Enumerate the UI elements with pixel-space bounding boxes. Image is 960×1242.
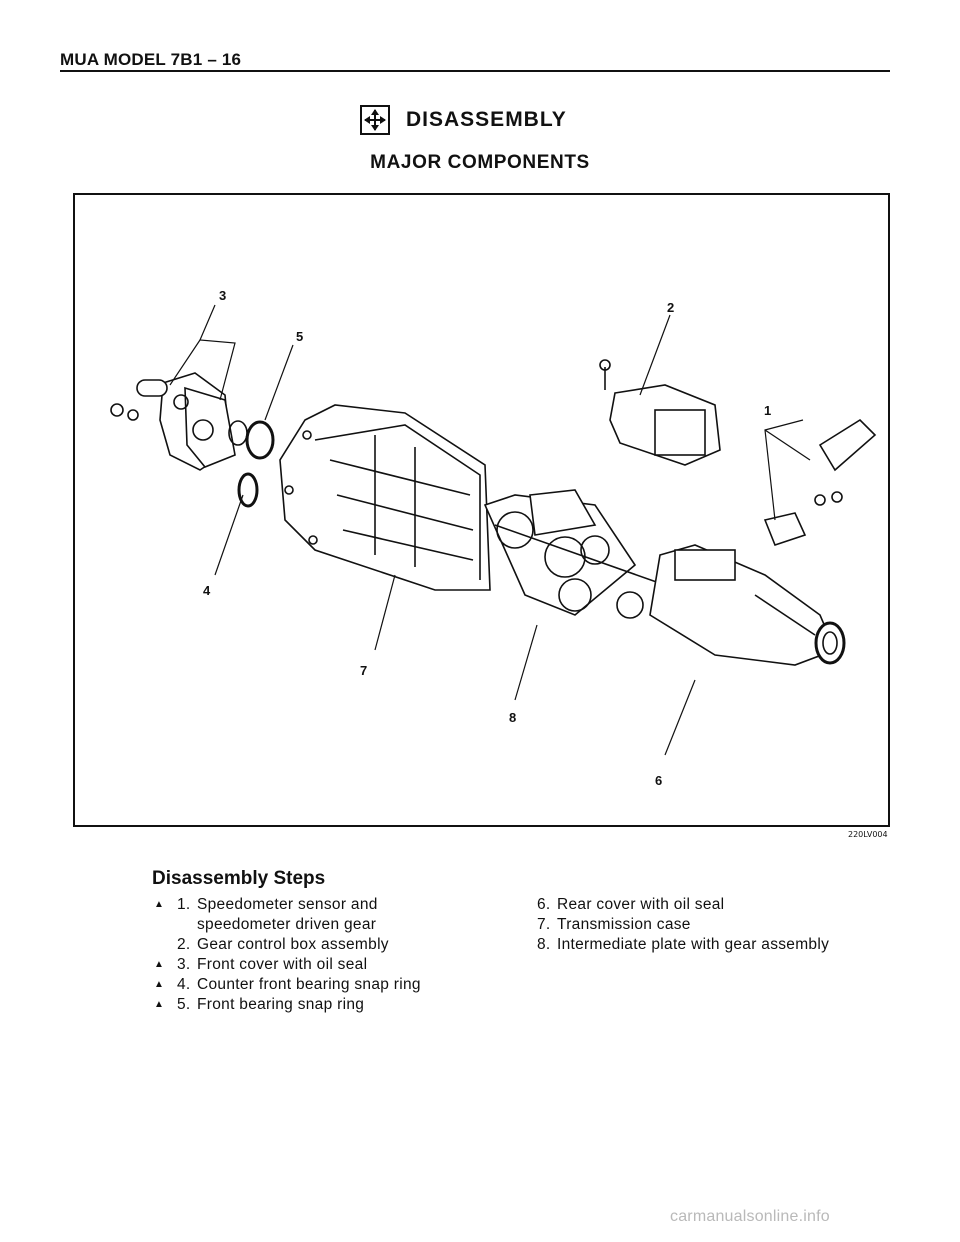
step-text: Intermediate plate with gear assembly <box>557 936 830 953</box>
triangle-marker-icon: ▲ <box>154 979 165 990</box>
step-number: 7. <box>537 916 551 933</box>
step-number: 1. <box>177 896 191 913</box>
step-item: 2. Gear control box assembly <box>152 935 492 955</box>
snap-ring-5-drawing <box>245 420 275 460</box>
step-text: Speedometer sensor and <box>197 896 378 913</box>
triangle-marker-icon: ▲ <box>154 959 165 970</box>
callout-7: 7 <box>360 663 367 678</box>
step-item: speedometer driven gear <box>152 915 492 935</box>
figure-code: 220LV004 <box>848 830 888 839</box>
disassembly-arrows-icon <box>360 105 390 135</box>
steps-title: Disassembly Steps <box>152 868 326 889</box>
callout-6: 6 <box>655 773 662 788</box>
step-number: 6. <box>537 896 551 913</box>
rear-cover-drawing <box>649 544 846 666</box>
steps-column-1: ▲ 1. Speedometer sensor and speedometer dr… <box>152 895 492 1015</box>
triangle-marker-icon: ▲ <box>154 899 165 910</box>
step-item: ▲ 3. Front cover with oil seal <box>152 955 492 975</box>
step-text: Rear cover with oil seal <box>557 896 725 913</box>
step-number: 2. <box>177 936 191 953</box>
gear-control-box-drawing <box>599 359 721 466</box>
callout-2: 2 <box>667 300 674 315</box>
step-number: 5. <box>177 996 191 1013</box>
step-item: 8. Intermediate plate with gear assembly <box>537 935 897 955</box>
watermark-link[interactable]: carmanualsonline.info <box>670 1208 830 1225</box>
step-number: 4. <box>177 976 191 993</box>
step-number: 3. <box>177 956 191 973</box>
transmission-case-drawing <box>279 404 491 591</box>
subsection-title: MAJOR COMPONENTS <box>370 152 590 173</box>
running-head: MUA MODEL 7B1 – 16 <box>60 50 242 69</box>
step-item: ▲ 5. Front bearing snap ring <box>152 995 492 1015</box>
step-item: ▲ 4. Counter front bearing snap ring <box>152 975 492 995</box>
exploded-view-figure: 1 2 3 4 5 6 7 8 <box>73 193 890 827</box>
snap-ring-4-drawing <box>237 472 259 508</box>
step-number: 8. <box>537 936 551 953</box>
callout-4: 4 <box>203 583 211 598</box>
step-text: Gear control box assembly <box>197 936 389 953</box>
callout-1: 1 <box>764 403 771 418</box>
front-cover-drawing <box>110 372 236 471</box>
callout-5: 5 <box>296 329 303 344</box>
step-text: Transmission case <box>557 916 691 933</box>
callout-leaders <box>169 304 811 756</box>
callout-8: 8 <box>509 710 516 725</box>
section-title: DISASSEMBLY <box>360 100 567 140</box>
step-item: 6. Rear cover with oil seal <box>537 895 897 915</box>
step-item: ▲ 1. Speedometer sensor and <box>152 895 492 915</box>
step-item: 7. Transmission case <box>537 915 897 935</box>
triangle-marker-icon: ▲ <box>154 999 165 1010</box>
step-text: speedometer driven gear <box>197 916 377 933</box>
transmission-exploded-drawing: 1 2 3 4 5 6 7 8 <box>110 288 877 788</box>
section-label: DISASSEMBLY <box>406 108 567 131</box>
step-text: Counter front bearing snap ring <box>197 976 421 993</box>
step-text: Front bearing snap ring <box>197 996 365 1013</box>
callout-3: 3 <box>219 288 226 303</box>
step-text: Front cover with oil seal <box>197 956 368 973</box>
steps-column-2: 6. Rear cover with oil seal 7. Transmissio… <box>537 895 897 955</box>
header-rule <box>60 70 890 72</box>
speedometer-sensor-drawing <box>763 418 877 546</box>
gear-assembly-drawing <box>483 489 666 619</box>
